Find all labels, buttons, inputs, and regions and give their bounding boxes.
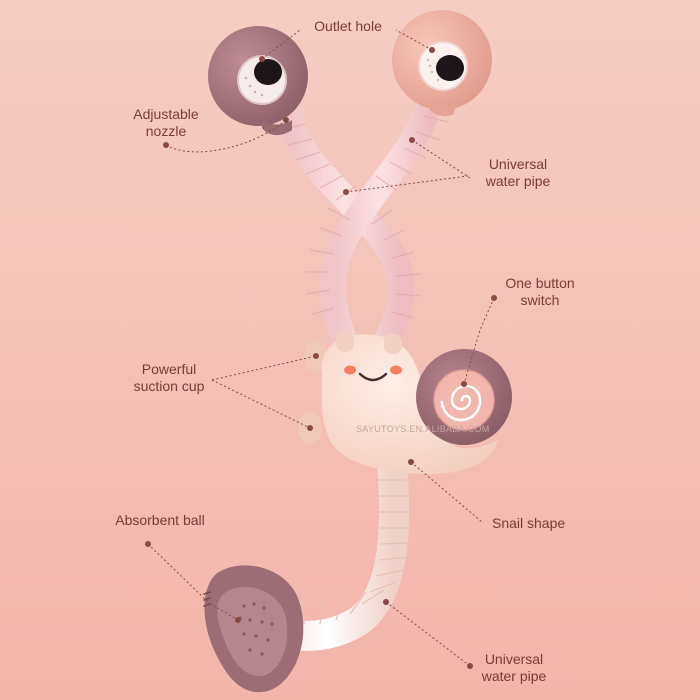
label-absorbent-ball: Absorbent ball [96, 512, 224, 529]
leader-suction-cup-2 [211, 379, 311, 429]
label-universal-pipe-bottom-line2: water pipe [481, 668, 547, 684]
label-one-button-switch: One button switch [492, 275, 588, 309]
leader-outlet-hole-left [261, 29, 301, 60]
label-absorbent-ball-line1: Absorbent ball [115, 512, 205, 528]
smile [358, 372, 388, 382]
outlet-hole-black [254, 59, 282, 85]
watermark-text: SAYUTOYS.EN.ALIBABA.COM [356, 424, 490, 434]
label-outlet-hole: Outlet hole [296, 18, 400, 35]
cheek-left [344, 365, 356, 375]
cheek-right [390, 365, 402, 375]
label-powerful-suction-cup-line1: Powerful [141, 361, 197, 377]
callout-dots [145, 47, 497, 669]
snail-body [298, 332, 512, 474]
label-one-button-switch-line1: One button [505, 275, 575, 291]
label-outlet-hole-line1: Outlet hole [314, 18, 382, 34]
label-universal-pipe-bottom: Universal water pipe [466, 651, 562, 685]
leader-adjustable-nozzle [165, 119, 287, 153]
label-snail-shape-line1: Snail shape [492, 515, 566, 531]
label-universal-pipe-top-line2: water pipe [485, 173, 551, 189]
leader-one-button-switch [463, 297, 495, 385]
callout-leaders [147, 29, 495, 667]
showerhead [203, 565, 304, 693]
adjustable-nozzle-right [392, 10, 492, 117]
left-pipe [277, 105, 415, 358]
label-adjustable-nozzle: Adjustable nozzle [118, 106, 214, 140]
shell-swirl [440, 384, 482, 422]
label-one-button-switch-line2: switch [520, 292, 560, 308]
leader-snail-shape [410, 461, 483, 523]
label-adjustable-nozzle-line1: Adjustable [133, 106, 199, 122]
label-powerful-suction-cup-line2: suction cup [133, 378, 205, 394]
label-powerful-suction-cup: Powerful suction cup [120, 361, 218, 395]
label-adjustable-nozzle-line2: nozzle [145, 123, 187, 139]
leader-absorbent-ball [147, 543, 239, 621]
label-universal-pipe-bottom-line1: Universal [484, 651, 544, 667]
label-universal-pipe-top: Universal water pipe [470, 156, 566, 190]
label-universal-pipe-top-line1: Universal [488, 156, 548, 172]
label-snail-shape: Snail shape [492, 515, 592, 532]
adjustable-nozzle-left [208, 26, 308, 136]
